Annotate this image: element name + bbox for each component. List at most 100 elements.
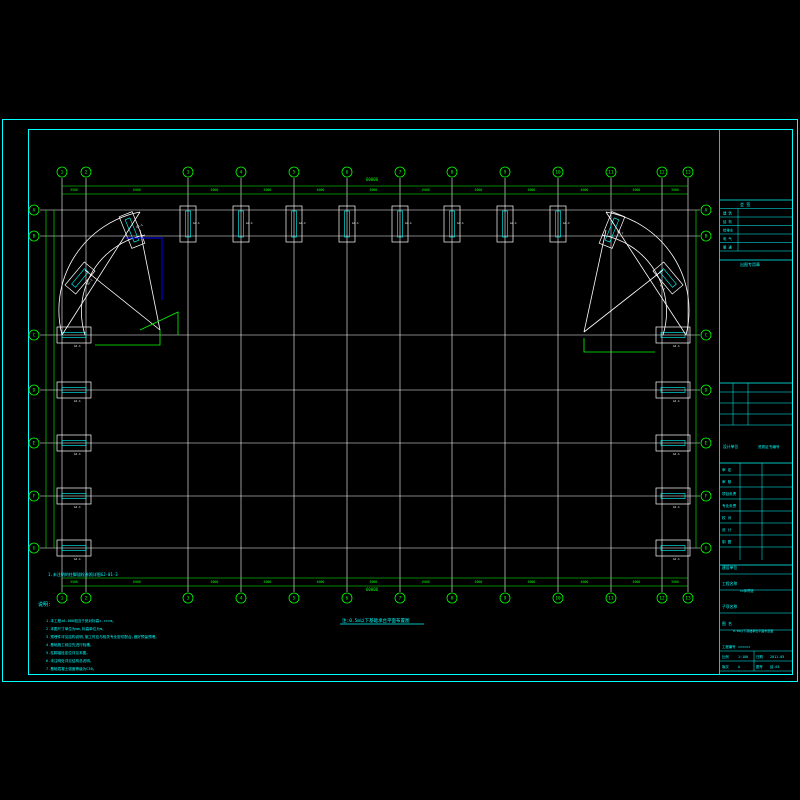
footing-tag: GJ-1 <box>136 223 144 229</box>
grid-bubble-label: 2 <box>85 170 88 176</box>
right-curved-corner <box>583 211 690 336</box>
grid-bubble-label: A <box>33 208 36 214</box>
sign-row: 制 图 <box>722 539 732 544</box>
grid-bubble <box>656 166 668 178</box>
countersign-row: 结 构 <box>723 219 732 224</box>
grid-bubble-label: 8 <box>451 596 454 602</box>
grid-bubble <box>700 437 712 449</box>
pile-cap-outline <box>655 381 691 399</box>
grid-bubble-label: G <box>705 546 708 552</box>
grid-bubble <box>235 592 247 604</box>
note-line: 5.柱脚锚栓定位详见本图。 <box>46 650 90 655</box>
grid-bubble <box>80 592 92 604</box>
pile-cap-outline <box>338 205 356 243</box>
column-base <box>61 440 87 446</box>
pile-cap-outline <box>118 211 146 249</box>
grid-bubble-label: 13 <box>685 596 691 602</box>
pile-cap-outline <box>652 261 684 295</box>
footing-tag: GJ-1 <box>673 344 680 348</box>
column-base <box>185 210 191 238</box>
grid-bubble-label: D <box>705 388 708 394</box>
grid-bubble-label: 5 <box>293 596 296 602</box>
grid-bubble <box>288 166 300 178</box>
grid-bubble <box>552 166 564 178</box>
countersign-row: 会 签 <box>740 201 750 207</box>
dimension-text: 6000 <box>528 188 536 192</box>
grid-bubble-label: 11 <box>608 596 614 602</box>
pile-cap-outline <box>56 434 92 452</box>
note-line: 2.本图尺寸单位为mm,标高单位为m。 <box>46 626 106 631</box>
note-line: 6.未注明处详见结构总说明。 <box>46 658 93 663</box>
column-base <box>660 493 686 499</box>
outer-frame <box>2 119 798 682</box>
grid-bubble <box>499 592 511 604</box>
pile-cap-footing: GJ-1 <box>56 434 92 456</box>
grid-bubble-label: 7 <box>399 596 402 602</box>
grid-bubble-label: D <box>33 388 36 394</box>
grid-bubble <box>656 592 668 604</box>
grid-bubble-label: 4 <box>240 170 243 176</box>
grid-bubble-label: 12 <box>659 170 665 176</box>
grid-bubble <box>700 490 712 502</box>
grid-bubble <box>700 230 712 242</box>
grid-bubble-label: 12 <box>659 596 665 602</box>
grid-bubble-label: 3 <box>187 170 190 176</box>
pile-cap-footing: GJ-1 <box>655 539 691 561</box>
pile-cap-footing: GJ-1 <box>56 487 92 509</box>
grid-bubble <box>552 592 564 604</box>
grid-bubble <box>28 437 40 449</box>
dimension-text: 6000 <box>528 580 536 584</box>
title-block-rows: 会 签建 筑结 构给排水电 气暖 通出图专用章设计单位资质证书编号审 定审 核项… <box>719 201 793 672</box>
grid-bubble <box>394 166 406 178</box>
stamp-label: 出图专用章 <box>740 261 760 267</box>
pile-cap-outline <box>56 487 92 505</box>
dimension-text: 6000 <box>264 580 272 584</box>
project-info-label: 建设单位 <box>722 565 737 570</box>
grid-bubble <box>605 592 617 604</box>
project-info-label: 图 名 <box>722 621 732 626</box>
grid-bubble-label: 9 <box>504 596 507 602</box>
left-curved-corner <box>58 211 161 336</box>
grid-bubble-label: 6 <box>346 170 349 176</box>
drawing-title: 注:0.5m以下基础承台平面布置图 <box>342 617 410 624</box>
title-block <box>719 129 793 675</box>
pile-cap-footing: GJ-1 <box>496 205 517 243</box>
project-subtitle: ××体育馆 <box>740 588 753 593</box>
grid-bubble <box>341 592 353 604</box>
grid-bubble <box>682 592 694 604</box>
column-base <box>71 268 89 288</box>
pile-cap-footing: GJ-1 <box>338 205 359 243</box>
footing-tag: GJ-1 <box>673 505 680 509</box>
grid-bubble <box>682 166 694 178</box>
left-corner-dim <box>95 311 179 346</box>
column-base <box>555 210 561 238</box>
dimension-text: 6000 <box>475 188 483 192</box>
column-base <box>124 217 140 243</box>
dimension-text: 6000 <box>211 580 219 584</box>
sign-row: 审 定 <box>722 467 732 472</box>
grid-bubble-label: 8 <box>451 170 454 176</box>
grid-bubble-label: B <box>705 234 708 240</box>
grid-bubble-label: C <box>33 333 36 339</box>
meta-value: ×××××× <box>738 645 750 649</box>
pile-cap-footing: GJ-1 <box>232 205 253 243</box>
designer-label: 设计单位 <box>723 444 738 449</box>
grid-bubble-label: 6 <box>346 596 349 602</box>
sign-row: 校 对 <box>722 515 732 520</box>
grid-bubble-label: G <box>33 546 36 552</box>
column-base <box>291 210 297 238</box>
pile-cap-outline <box>391 205 409 243</box>
meta-label: 比例 <box>722 654 729 659</box>
column-base <box>238 210 244 238</box>
grid-bubble <box>341 166 353 178</box>
footing-tag: GJ-1 <box>673 557 680 561</box>
date-label: 日期 <box>756 654 763 659</box>
bottom-total-dimension: 60000 <box>366 587 379 592</box>
note-line: 1.本工程±0.000相当于绝对标高×.×××m。 <box>46 618 116 623</box>
grid-bubble <box>700 329 712 341</box>
project-info-label: 工程名称 <box>722 581 737 586</box>
dimension-text: 3500 <box>671 188 679 192</box>
footing-tag: GJ-1 <box>86 278 94 286</box>
dimension-text: 6000 <box>633 580 641 584</box>
